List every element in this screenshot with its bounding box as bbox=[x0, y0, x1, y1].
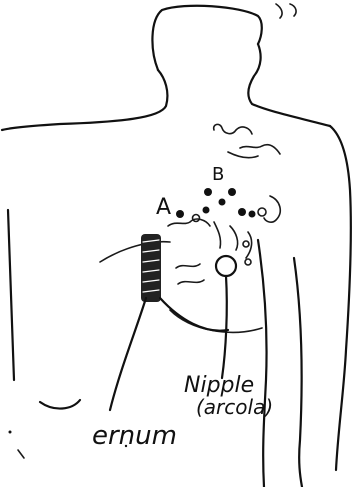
nipple bbox=[216, 256, 236, 378]
sternum-leader bbox=[110, 298, 146, 410]
right-shoulder bbox=[330, 126, 351, 470]
chest-squiggle-3 bbox=[230, 226, 238, 250]
node-b2 bbox=[228, 188, 236, 196]
node-d1 bbox=[243, 241, 249, 247]
node-c2 bbox=[249, 211, 256, 218]
label-sternum: ernum bbox=[92, 421, 177, 451]
node-b3 bbox=[219, 199, 226, 206]
axillary-squiggle-3 bbox=[228, 152, 258, 158]
node-a1 bbox=[176, 210, 184, 218]
right-arm-inner bbox=[294, 258, 302, 487]
label-b: B bbox=[212, 164, 224, 185]
left-torso-side bbox=[8, 210, 14, 380]
node-b1 bbox=[204, 188, 212, 196]
breast-fold bbox=[40, 400, 80, 409]
chest-squiggle-4 bbox=[176, 264, 200, 268]
nipple-circle bbox=[216, 256, 236, 276]
label-a: A bbox=[156, 195, 171, 220]
speck-1 bbox=[9, 431, 12, 434]
node-d2 bbox=[245, 259, 251, 265]
chest-curve-lower bbox=[170, 310, 262, 332]
node-hook bbox=[264, 196, 280, 222]
stray-mark-2 bbox=[290, 4, 296, 16]
node-c1 bbox=[238, 208, 246, 216]
neck-left bbox=[2, 70, 167, 130]
right-leader bbox=[258, 240, 267, 487]
axillary-squiggle-1 bbox=[214, 124, 252, 134]
nipple-leader bbox=[222, 276, 227, 378]
neck-right bbox=[248, 44, 330, 126]
label-areola: (arcola) bbox=[196, 395, 273, 419]
body-outline bbox=[2, 6, 351, 487]
chest-squiggle-1 bbox=[168, 219, 210, 226]
chest-squiggle-2 bbox=[214, 222, 221, 248]
chest-squiggle-5 bbox=[178, 280, 204, 284]
head-outline bbox=[152, 6, 261, 70]
axillary-squiggle-2 bbox=[240, 145, 280, 154]
speck-2 bbox=[125, 445, 127, 447]
node-c3 bbox=[258, 208, 266, 216]
stray-mark-1 bbox=[276, 4, 282, 18]
stray-mark-3 bbox=[18, 450, 24, 458]
node-b4 bbox=[203, 207, 210, 214]
